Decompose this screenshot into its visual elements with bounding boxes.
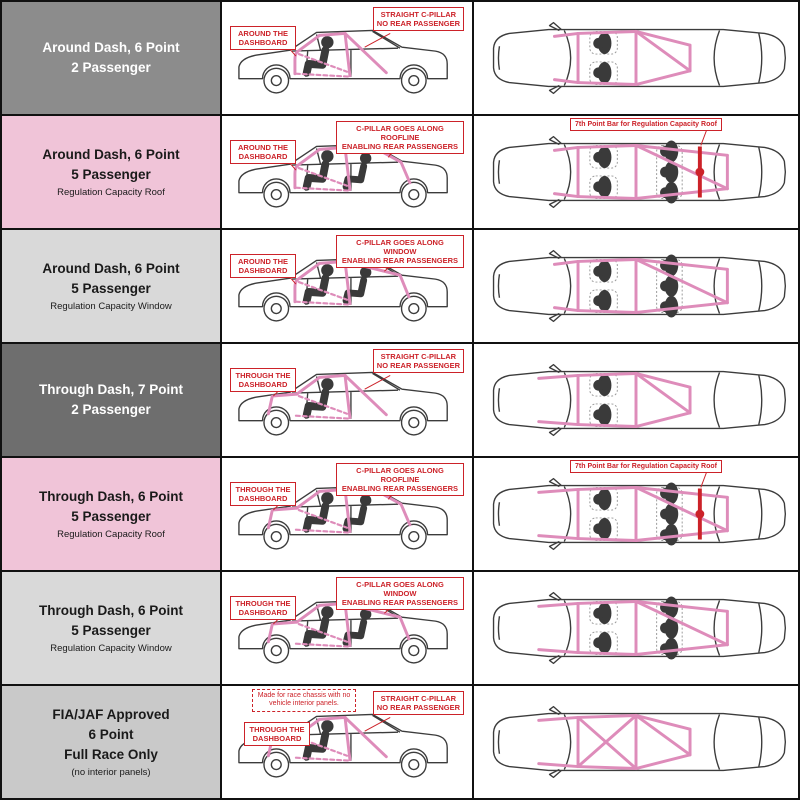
car-top-outline bbox=[492, 135, 787, 209]
roll-cage-lines-top bbox=[537, 372, 692, 428]
top-view-cell bbox=[474, 2, 798, 114]
side-view-cell: AROUND THE DASHBOARD C-PILLAR GOES ALONG … bbox=[222, 116, 472, 228]
cpillar-callout: STRAIGHT C-PILLAR NO REAR PASSENGER bbox=[372, 691, 464, 715]
seventh-point-bar bbox=[695, 488, 705, 540]
roll-cage-lines-top bbox=[552, 258, 729, 314]
dash-callout: THROUGH THE DASHBOARD bbox=[230, 368, 296, 392]
cpillar-callout: C-PILLAR GOES ALONG WINDOW ENABLING REAR… bbox=[336, 577, 464, 610]
dash-callout: THROUGH THE DASHBOARD bbox=[230, 596, 296, 620]
config-note: Regulation Capacity Roof bbox=[57, 187, 165, 199]
seventh-point-callout: 7th Point Bar for Regulation Capacity Ro… bbox=[570, 118, 722, 132]
occupant-figures bbox=[302, 720, 334, 761]
dash-callout: THROUGH THE DASHBOARD bbox=[230, 482, 296, 506]
seventh-point-leader bbox=[700, 471, 708, 488]
occupant-figures bbox=[302, 378, 334, 419]
top-view-cell bbox=[474, 344, 798, 456]
dash-callout: AROUND THE DASHBOARD bbox=[230, 26, 296, 50]
config-label-cell: Through Dash, 7 Point 2 Passenger bbox=[2, 344, 220, 456]
top-view-svg bbox=[492, 705, 787, 779]
occupant-figures bbox=[302, 606, 372, 647]
config-title: Around Dash, 6 Point 2 Passenger bbox=[42, 40, 180, 75]
side-view-cell: THROUGH THE DASHBOARD C-PILLAR GOES ALONG… bbox=[222, 572, 472, 684]
cpillar-callout: C-PILLAR GOES ALONG WINDOW ENABLING REAR… bbox=[336, 235, 464, 268]
config-title: Through Dash, 6 Point 5 Passenger bbox=[39, 603, 183, 638]
table-row: Through Dash, 7 Point 2 Passenger THROUGH… bbox=[2, 344, 798, 456]
top-view-cell bbox=[474, 686, 798, 798]
top-view-svg bbox=[492, 591, 787, 665]
callout-leader-lines bbox=[287, 33, 391, 57]
cpillar-callout: STRAIGHT C-PILLAR NO REAR PASSENGER bbox=[372, 7, 464, 31]
race-note-callout: Made for race chassis with no vehicle in… bbox=[252, 689, 356, 712]
occupant-figures-top bbox=[593, 32, 612, 84]
side-view-cell: Made for race chassis with no vehicle in… bbox=[222, 686, 472, 798]
side-view-cell: AROUND THE DASHBOARD STRAIGHT C-PILLAR NO… bbox=[222, 2, 472, 114]
side-view-cell: AROUND THE DASHBOARD C-PILLAR GOES ALONG … bbox=[222, 230, 472, 342]
table-row: FIA/JAF Approved 6 Point Full Race Only (… bbox=[2, 686, 798, 798]
config-note: Regulation Capacity Window bbox=[50, 643, 172, 655]
cpillar-callout: STRAIGHT C-PILLAR NO REAR PASSENGER bbox=[372, 349, 464, 373]
occupant-figures bbox=[302, 264, 372, 305]
top-view-svg bbox=[492, 129, 787, 209]
config-title: Around Dash, 6 Point 5 Passenger bbox=[42, 147, 180, 182]
cpillar-callout: C-PILLAR GOES ALONG ROOFLINE ENABLING RE… bbox=[336, 121, 464, 154]
roll-cage-lines-top bbox=[537, 600, 729, 656]
roll-cage-lines-top bbox=[537, 486, 729, 542]
dash-callout: THROUGH THE DASHBOARD bbox=[244, 722, 310, 746]
dash-callout: AROUND THE DASHBOARD bbox=[230, 140, 296, 164]
occupant-figures-top bbox=[593, 140, 679, 204]
top-view-svg bbox=[492, 249, 787, 323]
car-top-outline bbox=[492, 591, 787, 665]
roll-cage-lines bbox=[266, 373, 388, 420]
top-view-cell: 7th Point Bar for Regulation Capacity Ro… bbox=[474, 116, 798, 228]
dash-callout: AROUND THE DASHBOARD bbox=[230, 254, 296, 278]
side-view-svg bbox=[238, 29, 448, 94]
roll-cage-lines-top bbox=[552, 143, 729, 201]
table-row: Around Dash, 6 Point 2 Passenger AROUND T… bbox=[2, 2, 798, 114]
top-view-cell: 7th Point Bar for Regulation Capacity Ro… bbox=[474, 458, 798, 570]
side-view-svg bbox=[238, 371, 448, 436]
config-title: FIA/JAF Approved 6 Point Full Race Only bbox=[52, 707, 170, 762]
occupant-figures-top bbox=[593, 254, 679, 318]
top-view-cell bbox=[474, 230, 798, 342]
top-view-svg bbox=[492, 21, 787, 95]
config-label-cell: Around Dash, 6 Point 2 Passenger bbox=[2, 2, 220, 114]
top-view-cell bbox=[474, 572, 798, 684]
config-note: Regulation Capacity Window bbox=[50, 301, 172, 313]
top-view-svg bbox=[492, 363, 787, 437]
config-label-cell: FIA/JAF Approved 6 Point Full Race Only (… bbox=[2, 686, 220, 798]
roll-cage-lines-top bbox=[552, 30, 692, 86]
top-view-svg bbox=[492, 471, 787, 551]
side-view-cell: THROUGH THE DASHBOARD C-PILLAR GOES ALONG… bbox=[222, 458, 472, 570]
seventh-point-bar bbox=[695, 146, 705, 198]
occupant-figures bbox=[302, 36, 334, 77]
config-note: Regulation Capacity Roof bbox=[57, 529, 165, 541]
occupant-figures-top bbox=[593, 482, 679, 546]
occupant-figures bbox=[302, 492, 372, 533]
config-title: Through Dash, 6 Point 5 Passenger bbox=[39, 489, 183, 524]
seventh-point-callout: 7th Point Bar for Regulation Capacity Ro… bbox=[570, 460, 722, 474]
config-title: Through Dash, 7 Point 2 Passenger bbox=[39, 382, 183, 417]
side-view-cell: THROUGH THE DASHBOARD STRAIGHT C-PILLAR N… bbox=[222, 344, 472, 456]
config-note: (no interior panels) bbox=[71, 767, 151, 779]
config-title: Around Dash, 6 Point 5 Passenger bbox=[42, 261, 180, 296]
side-view-svg bbox=[238, 257, 448, 322]
occupant-figures bbox=[302, 150, 372, 191]
cpillar-callout: C-PILLAR GOES ALONG ROOFLINE ENABLING RE… bbox=[336, 463, 464, 496]
seventh-point-leader bbox=[700, 129, 708, 146]
occupant-figures-top bbox=[593, 374, 612, 426]
roll-cage-lines-top bbox=[537, 714, 692, 770]
